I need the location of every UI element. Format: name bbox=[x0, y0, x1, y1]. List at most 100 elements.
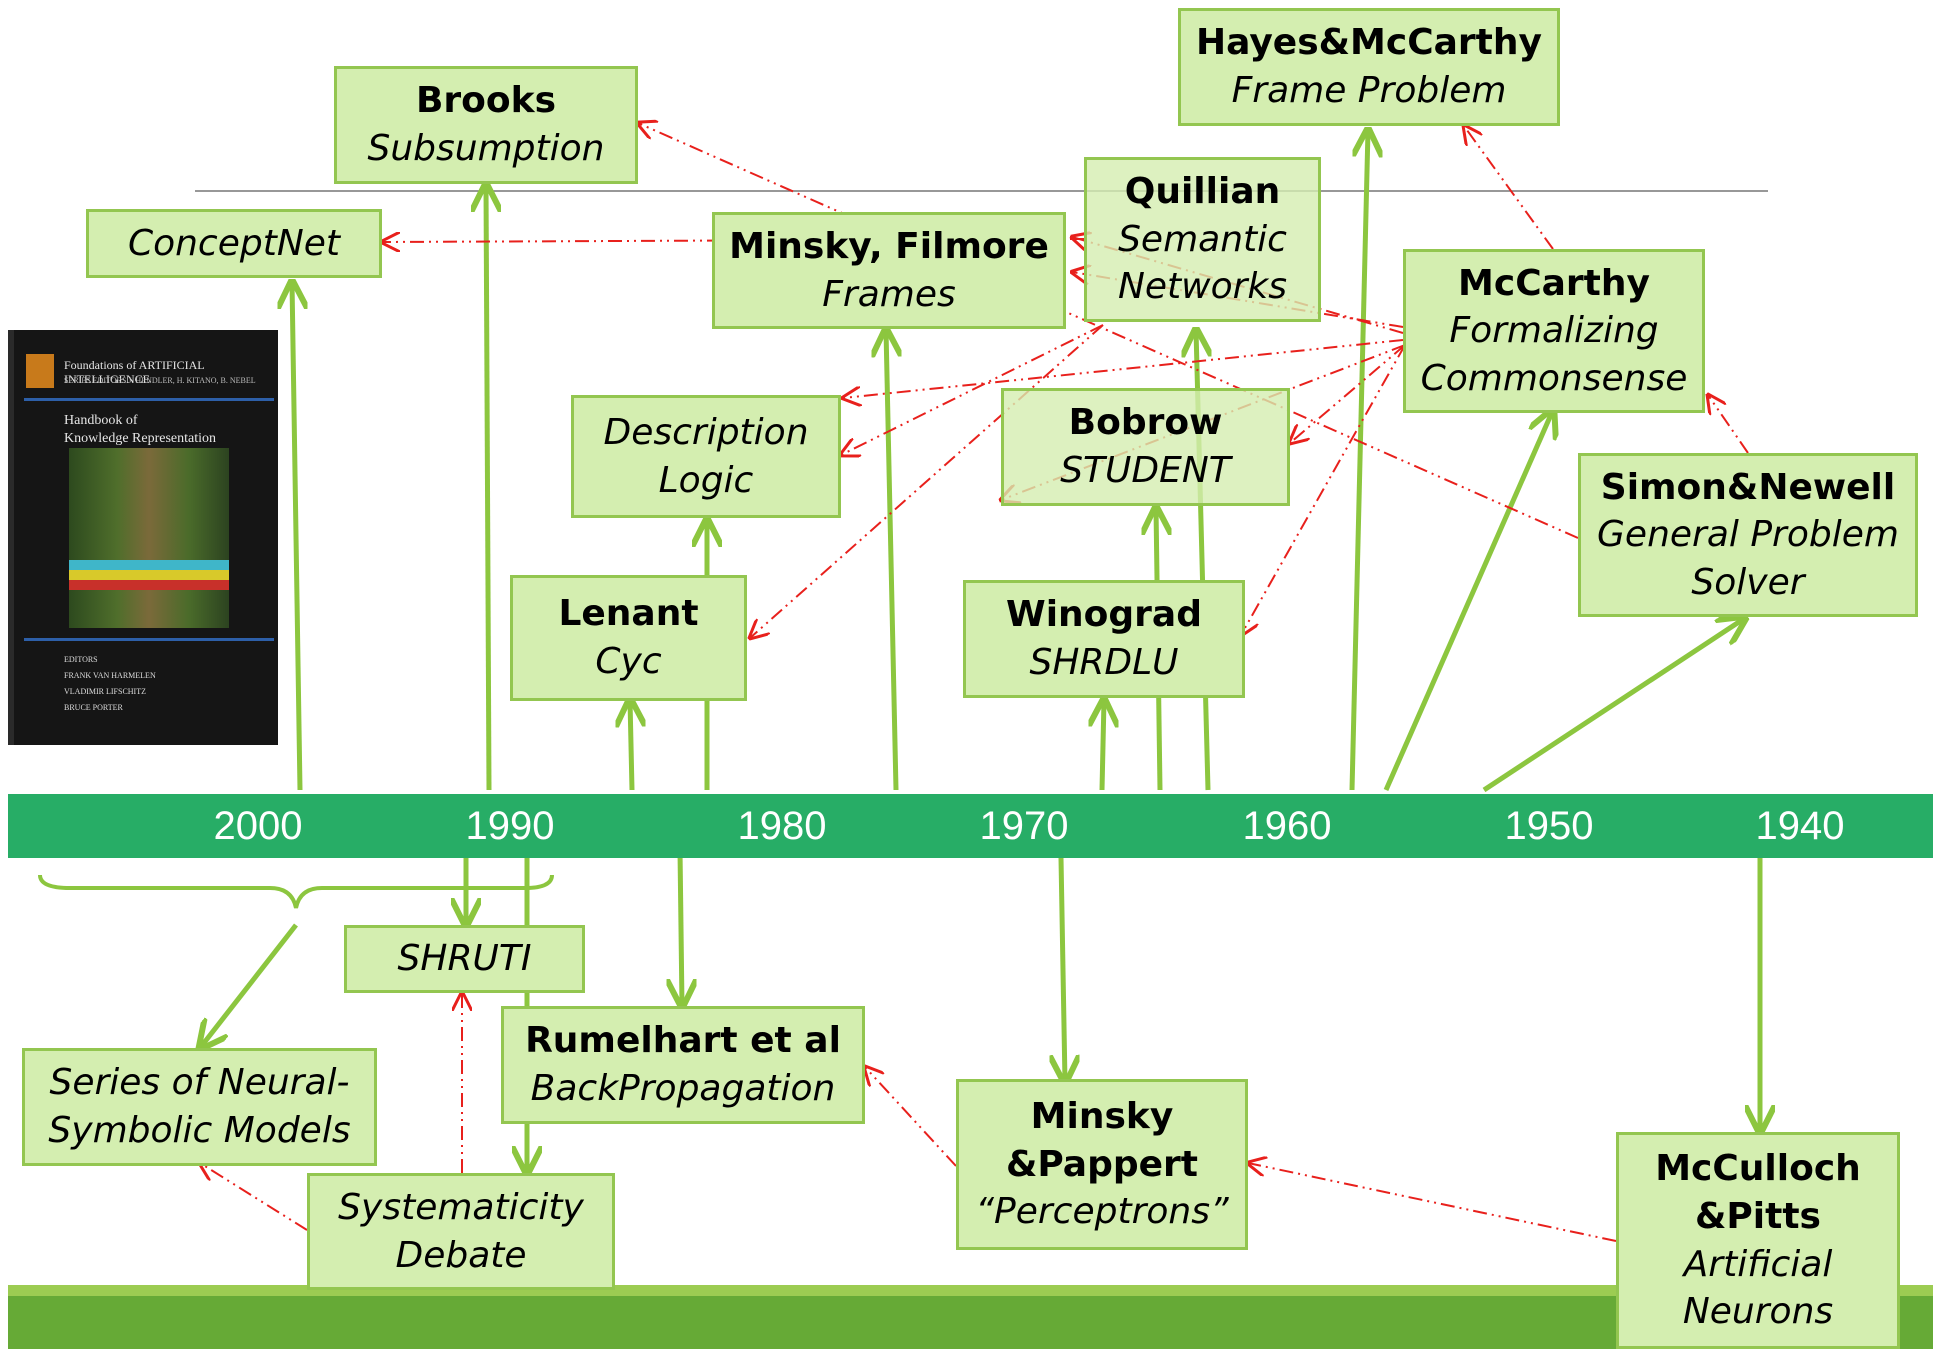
book-title-line2: Knowledge Representation bbox=[64, 430, 217, 446]
book-series-editors: SERIES EDITORS J. HENDLER, H. KITANO, B.… bbox=[64, 376, 256, 385]
node-lenant: Lenant Cyc bbox=[510, 575, 747, 701]
node-name: McCarthy bbox=[1458, 262, 1650, 304]
node-work: Cyc bbox=[595, 641, 662, 682]
node-hayes-mccarthy: Hayes&McCarthy Frame Problem bbox=[1178, 8, 1560, 126]
node-work: Symbolic Models bbox=[48, 1110, 351, 1151]
node-conceptnet: ConceptNet bbox=[86, 209, 382, 278]
node-work: Logic bbox=[658, 459, 754, 501]
year-1940: 1940 bbox=[1755, 804, 1845, 848]
year-1990: 1990 bbox=[465, 804, 555, 848]
node-brooks: Brooks Subsumption bbox=[334, 66, 638, 184]
node-work: Frame Problem bbox=[1231, 70, 1507, 111]
node-simon-newell: Simon&Newell General Problem Solver bbox=[1578, 453, 1918, 617]
node-work: Debate bbox=[395, 1234, 527, 1276]
relation-arrow bbox=[750, 324, 1104, 638]
footer-bar bbox=[8, 1296, 1933, 1349]
year-1950: 1950 bbox=[1504, 804, 1594, 848]
node-bobrow: Bobrow STUDENT bbox=[1001, 388, 1290, 506]
node-mccarthy: McCarthy Formalizing Commonsense bbox=[1403, 249, 1705, 413]
book-cover-photo bbox=[69, 448, 229, 628]
book-editor: VLADIMIR LIFSCHITZ bbox=[64, 687, 146, 696]
influence-arrow bbox=[680, 849, 682, 1006]
book-title-line1: Handbook of bbox=[64, 413, 138, 428]
relation-arrow bbox=[1241, 344, 1406, 635]
year-1960: 1960 bbox=[1242, 804, 1332, 848]
node-work: SHRDLU bbox=[1029, 642, 1179, 683]
node-work: SHRUTI bbox=[397, 938, 532, 980]
node-name: Hayes&McCarthy bbox=[1196, 22, 1542, 64]
node-description-logic: Description Logic bbox=[571, 395, 841, 518]
book-cover-image: Foundations of ARTIFICIAL INTELLIGENCE S… bbox=[8, 330, 278, 745]
book-editor: BRUCE PORTER bbox=[64, 703, 123, 712]
influence-arrow bbox=[886, 330, 896, 791]
node-name: Brooks bbox=[415, 80, 557, 122]
year-1980: 1980 bbox=[737, 804, 827, 848]
node-work: Formalizing bbox=[1449, 310, 1659, 352]
node-work: Systematicity bbox=[338, 1186, 584, 1228]
book-rule-bottom bbox=[24, 638, 274, 641]
node-systematicity: Systematicity Debate bbox=[307, 1173, 615, 1290]
year-2000: 2000 bbox=[213, 804, 303, 848]
relation-arrow bbox=[1464, 126, 1554, 250]
relation-arrow bbox=[1248, 1163, 1617, 1242]
photo-stripe bbox=[69, 570, 229, 580]
node-name: Quillian bbox=[1124, 171, 1281, 213]
influence-arrow bbox=[292, 282, 300, 791]
node-name: &Pitts bbox=[1695, 1195, 1821, 1237]
relation-arrow bbox=[841, 324, 1104, 455]
node-name: Minsky, Filmore bbox=[729, 225, 1049, 267]
node-name: Bobrow bbox=[1068, 402, 1223, 444]
book-editors-label: EDITORS bbox=[64, 655, 98, 664]
node-work: Frames bbox=[822, 273, 956, 315]
influence-arrow bbox=[630, 700, 632, 791]
node-work: STUDENT bbox=[1060, 450, 1231, 491]
book-series: Foundations of ARTIFICIAL INTELLIGENCE bbox=[64, 358, 205, 387]
publisher-logo bbox=[26, 354, 54, 388]
node-work: General Problem bbox=[1597, 514, 1899, 556]
photo-stripe bbox=[69, 560, 229, 570]
node-work: Series of Neural- bbox=[49, 1062, 350, 1104]
node-shruti: SHRUTI bbox=[344, 925, 585, 993]
footer-accent bbox=[8, 1285, 1933, 1296]
node-neural-symbolic: Series of Neural- Symbolic Models bbox=[22, 1048, 377, 1166]
influence-arrow bbox=[1061, 857, 1065, 1082]
node-work: BackPropagation bbox=[530, 1068, 836, 1109]
influence-arrow bbox=[1383, 410, 1553, 792]
node-minsky-filmore: Minsky, Filmore Frames bbox=[712, 212, 1066, 329]
node-work: Solver bbox=[1691, 561, 1805, 603]
relation-arrow bbox=[1708, 395, 1749, 454]
node-work: Commonsense bbox=[1420, 357, 1688, 399]
influence-arrow bbox=[1102, 700, 1104, 791]
node-work: Neurons bbox=[1682, 1291, 1834, 1333]
book-editor: FRANK VAN HARMELEN bbox=[64, 671, 156, 680]
node-work: ConceptNet bbox=[127, 222, 341, 264]
node-rumelhart: Rumelhart et al BackPropagation bbox=[501, 1006, 865, 1124]
book-title: Handbook of Knowledge Representation bbox=[64, 412, 216, 447]
node-work: Semantic bbox=[1118, 218, 1287, 260]
influence-arrows bbox=[200, 130, 1760, 1173]
node-work: Subsumption bbox=[367, 128, 605, 169]
node-work: “Perceptrons” bbox=[975, 1191, 1229, 1233]
node-name: Minsky bbox=[1030, 1096, 1174, 1138]
node-name: &Pappert bbox=[1005, 1143, 1199, 1185]
book-rule-top bbox=[24, 398, 274, 401]
relation-arrow bbox=[638, 123, 1579, 539]
influence-arrow bbox=[1482, 618, 1745, 793]
node-name: Rumelhart et al bbox=[525, 1020, 841, 1062]
photo-stripe bbox=[69, 580, 229, 590]
year-1970: 1970 bbox=[979, 804, 1069, 848]
node-name: Lenant bbox=[558, 593, 699, 635]
node-work: Description bbox=[603, 411, 809, 453]
relation-arrow bbox=[1001, 344, 1406, 500]
relation-arrow bbox=[865, 1067, 957, 1167]
decade-brace bbox=[38, 874, 554, 909]
node-quillian: Quillian Semantic Networks bbox=[1084, 157, 1321, 322]
relation-arrow bbox=[1290, 344, 1406, 443]
node-mcculloch-pitts: McCulloch &Pitts Artificial Neurons bbox=[1616, 1132, 1900, 1349]
node-name: Simon&Newell bbox=[1600, 466, 1896, 508]
relation-arrow bbox=[843, 339, 1404, 398]
relation-arrow bbox=[200, 1163, 308, 1231]
book-editors: EDITORS FRANK VAN HARMELEN VLADIMIR LIFS… bbox=[64, 652, 156, 716]
influence-arrow bbox=[200, 923, 298, 1048]
